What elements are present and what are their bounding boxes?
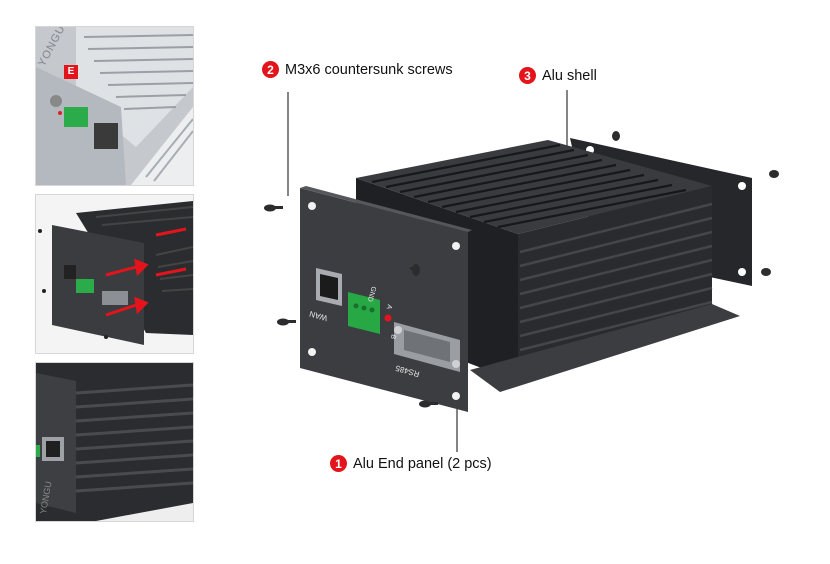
alu-end-panel — [300, 186, 472, 412]
thumbnail-brand-mark: E — [64, 65, 78, 79]
label-pin-b: B — [389, 333, 397, 340]
status-led-icon — [384, 314, 392, 322]
callout-number-badge: 3 — [519, 67, 536, 84]
thumbnail-black-enclosure[interactable]: YONGU — [35, 362, 194, 522]
label-pin-a: A — [385, 303, 393, 310]
terminal-block-icon — [64, 107, 88, 127]
callout-shell: 3 Alu shell — [519, 67, 597, 84]
thumbnail-silver-enclosure[interactable]: YONGU E — [35, 26, 194, 186]
callout-text: Alu shell — [542, 67, 597, 84]
thumbnail-assembly-arrows[interactable] — [35, 194, 194, 354]
callout-screws: 2 M3x6 countersunk screws — [262, 61, 453, 78]
terminal-block-icon — [348, 292, 380, 334]
label-terminal: GND — [366, 285, 377, 302]
callout-text: Alu End panel (2 pcs) — [353, 455, 492, 472]
callout-end-panel: 1 Alu End panel (2 pcs) — [330, 455, 492, 472]
callout-text: M3x6 countersunk screws — [285, 61, 453, 78]
assembly-arrow-icon — [105, 227, 187, 317]
callout-number-badge: 2 — [262, 61, 279, 78]
ethernet-port-icon — [94, 123, 118, 149]
screw-icon — [264, 131, 779, 408]
callout-number-badge: 1 — [330, 455, 347, 472]
